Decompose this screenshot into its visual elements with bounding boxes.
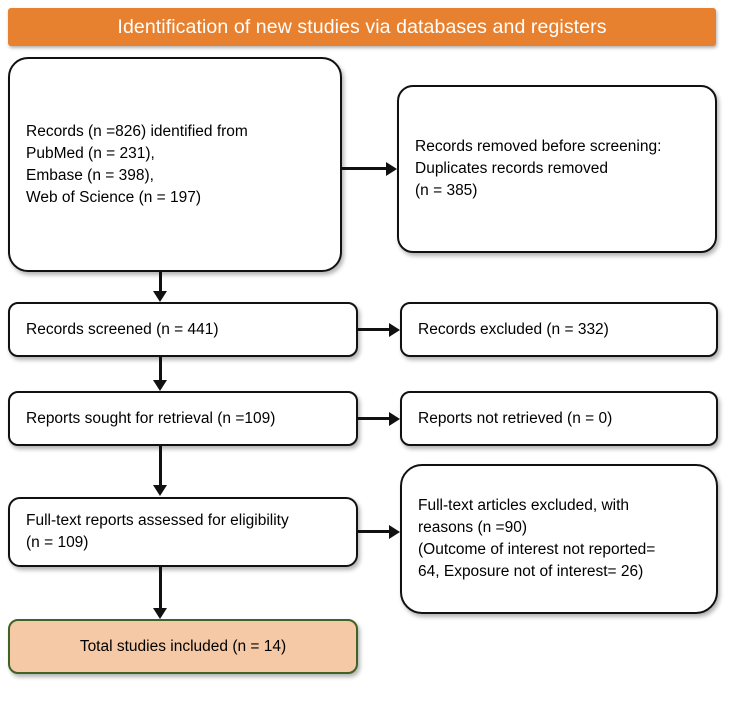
- connector-fulltext-to-included: [159, 567, 162, 609]
- arrowhead-down-to-sought: [153, 380, 167, 391]
- box-reports-sought: Reports sought for retrieval (n =109): [8, 391, 358, 446]
- box-fulltext-assessed: Full-text reports assessed for eligibili…: [8, 497, 358, 567]
- connector-screened-to-excluded: [358, 328, 390, 331]
- box-reports-sought-text: Reports sought for retrieval (n =109): [26, 409, 276, 427]
- box-records-identified-text: Records (n =826) identified from PubMed …: [26, 122, 248, 206]
- arrowhead-right-to-excluded: [389, 323, 400, 337]
- connector-screened-to-sought: [159, 357, 162, 381]
- box-records-removed-text: Records removed before screening: Duplic…: [415, 138, 662, 199]
- identification-banner: Identification of new studies via databa…: [8, 8, 716, 46]
- box-records-screened: Records screened (n = 441): [8, 302, 358, 357]
- arrowhead-down-to-screened: [153, 291, 167, 302]
- box-reports-not-retrieved-text: Reports not retrieved (n = 0): [418, 409, 613, 427]
- box-fulltext-excluded: Full-text articles excluded, with reason…: [400, 464, 718, 614]
- connector-identified-to-screened: [159, 272, 162, 292]
- connector-sought-to-fulltext: [159, 446, 162, 486]
- box-records-identified: Records (n =826) identified from PubMed …: [8, 57, 342, 272]
- identification-banner-label: Identification of new studies via databa…: [117, 15, 607, 38]
- box-fulltext-excluded-text: Full-text articles excluded, with reason…: [418, 497, 656, 580]
- arrowhead-down-to-included: [153, 608, 167, 619]
- arrowhead-right-to-not-retrieved: [389, 412, 400, 426]
- box-records-excluded: Records excluded (n = 332): [400, 302, 718, 357]
- box-records-excluded-text: Records excluded (n = 332): [418, 320, 609, 338]
- connector-fulltext-to-fulltext-excluded: [358, 530, 390, 533]
- arrowhead-down-to-fulltext: [153, 485, 167, 496]
- connector-identified-to-removed: [342, 167, 387, 170]
- connector-sought-to-not-retrieved: [358, 417, 390, 420]
- arrowhead-right-to-fulltext-excluded: [389, 525, 400, 539]
- box-records-removed: Records removed before screening: Duplic…: [397, 85, 717, 253]
- box-records-screened-text: Records screened (n = 441): [26, 320, 219, 338]
- box-total-studies-included-text: Total studies included (n = 14): [79, 637, 287, 655]
- box-reports-not-retrieved: Reports not retrieved (n = 0): [400, 391, 718, 446]
- arrowhead-right-to-removed: [386, 162, 397, 176]
- box-total-studies-included: Total studies included (n = 14): [8, 619, 358, 674]
- box-fulltext-assessed-text: Full-text reports assessed for eligibili…: [26, 512, 289, 551]
